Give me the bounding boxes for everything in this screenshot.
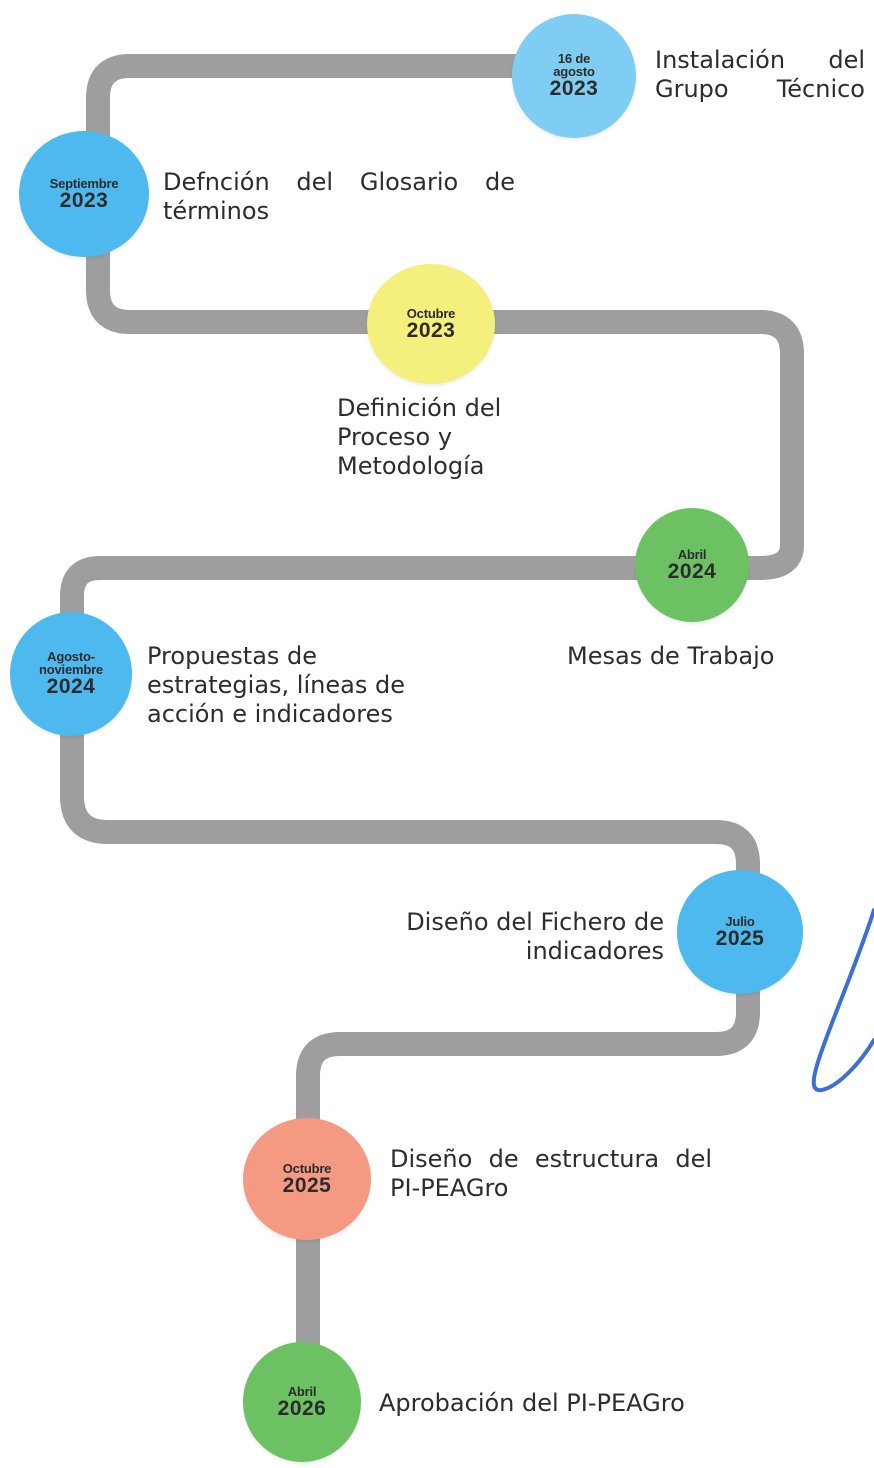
date-year: 2025 xyxy=(282,1173,332,1197)
milestone-date-badge: 16 de agosto 2023 xyxy=(512,14,636,138)
date-line1: Abril xyxy=(677,546,707,562)
date-line1: 16 de agosto xyxy=(553,51,595,79)
date-line1: Octubre xyxy=(406,305,456,321)
date-line1: Abril xyxy=(287,1383,317,1399)
date-year: 2023 xyxy=(406,318,456,342)
date-year: 2026 xyxy=(277,1396,327,1420)
milestone-date-badge: Abril 2024 xyxy=(635,508,749,622)
milestone-label: Defnción del Glosario de términos xyxy=(163,168,515,225)
milestone-label: Definición del Proceso y Metodología xyxy=(337,394,502,480)
date-line1: Septiembre xyxy=(49,175,119,191)
milestone-label: Propuestas de estrategias, líneas de acc… xyxy=(147,642,405,728)
milestone-label: Instalación del Grupo Técnico xyxy=(655,46,865,103)
date-line1: Agosto-noviembre xyxy=(39,649,103,677)
milestone-date-badge: Octubre 2025 xyxy=(243,1118,371,1240)
milestone-date-badge: Octubre 2023 xyxy=(367,264,495,384)
date-year: 2023 xyxy=(59,188,109,212)
milestone-label: Diseño de estructura del PI-PEAGro xyxy=(390,1145,712,1202)
road-path xyxy=(60,54,804,1410)
date-line1: Octubre xyxy=(282,1160,332,1176)
milestone-date-badge: Julio 2025 xyxy=(677,870,803,994)
milestone-date-badge: Septiembre 2023 xyxy=(19,131,149,257)
date-year: 2023 xyxy=(549,77,599,100)
date-year: 2024 xyxy=(667,559,717,583)
date-line1: Julio xyxy=(725,913,755,929)
milestone-label: Mesas de Trabajo xyxy=(567,642,775,670)
date-year: 2024 xyxy=(46,675,96,698)
milestone-label: Aprobación del PI-PEAGro xyxy=(379,1389,685,1417)
milestone-date-badge: Agosto-noviembre 2024 xyxy=(10,612,132,736)
date-year: 2025 xyxy=(715,926,765,950)
milestone-date-badge: Abril 2026 xyxy=(243,1342,361,1462)
milestone-label: Diseño del Fichero de indicadores xyxy=(406,908,664,965)
